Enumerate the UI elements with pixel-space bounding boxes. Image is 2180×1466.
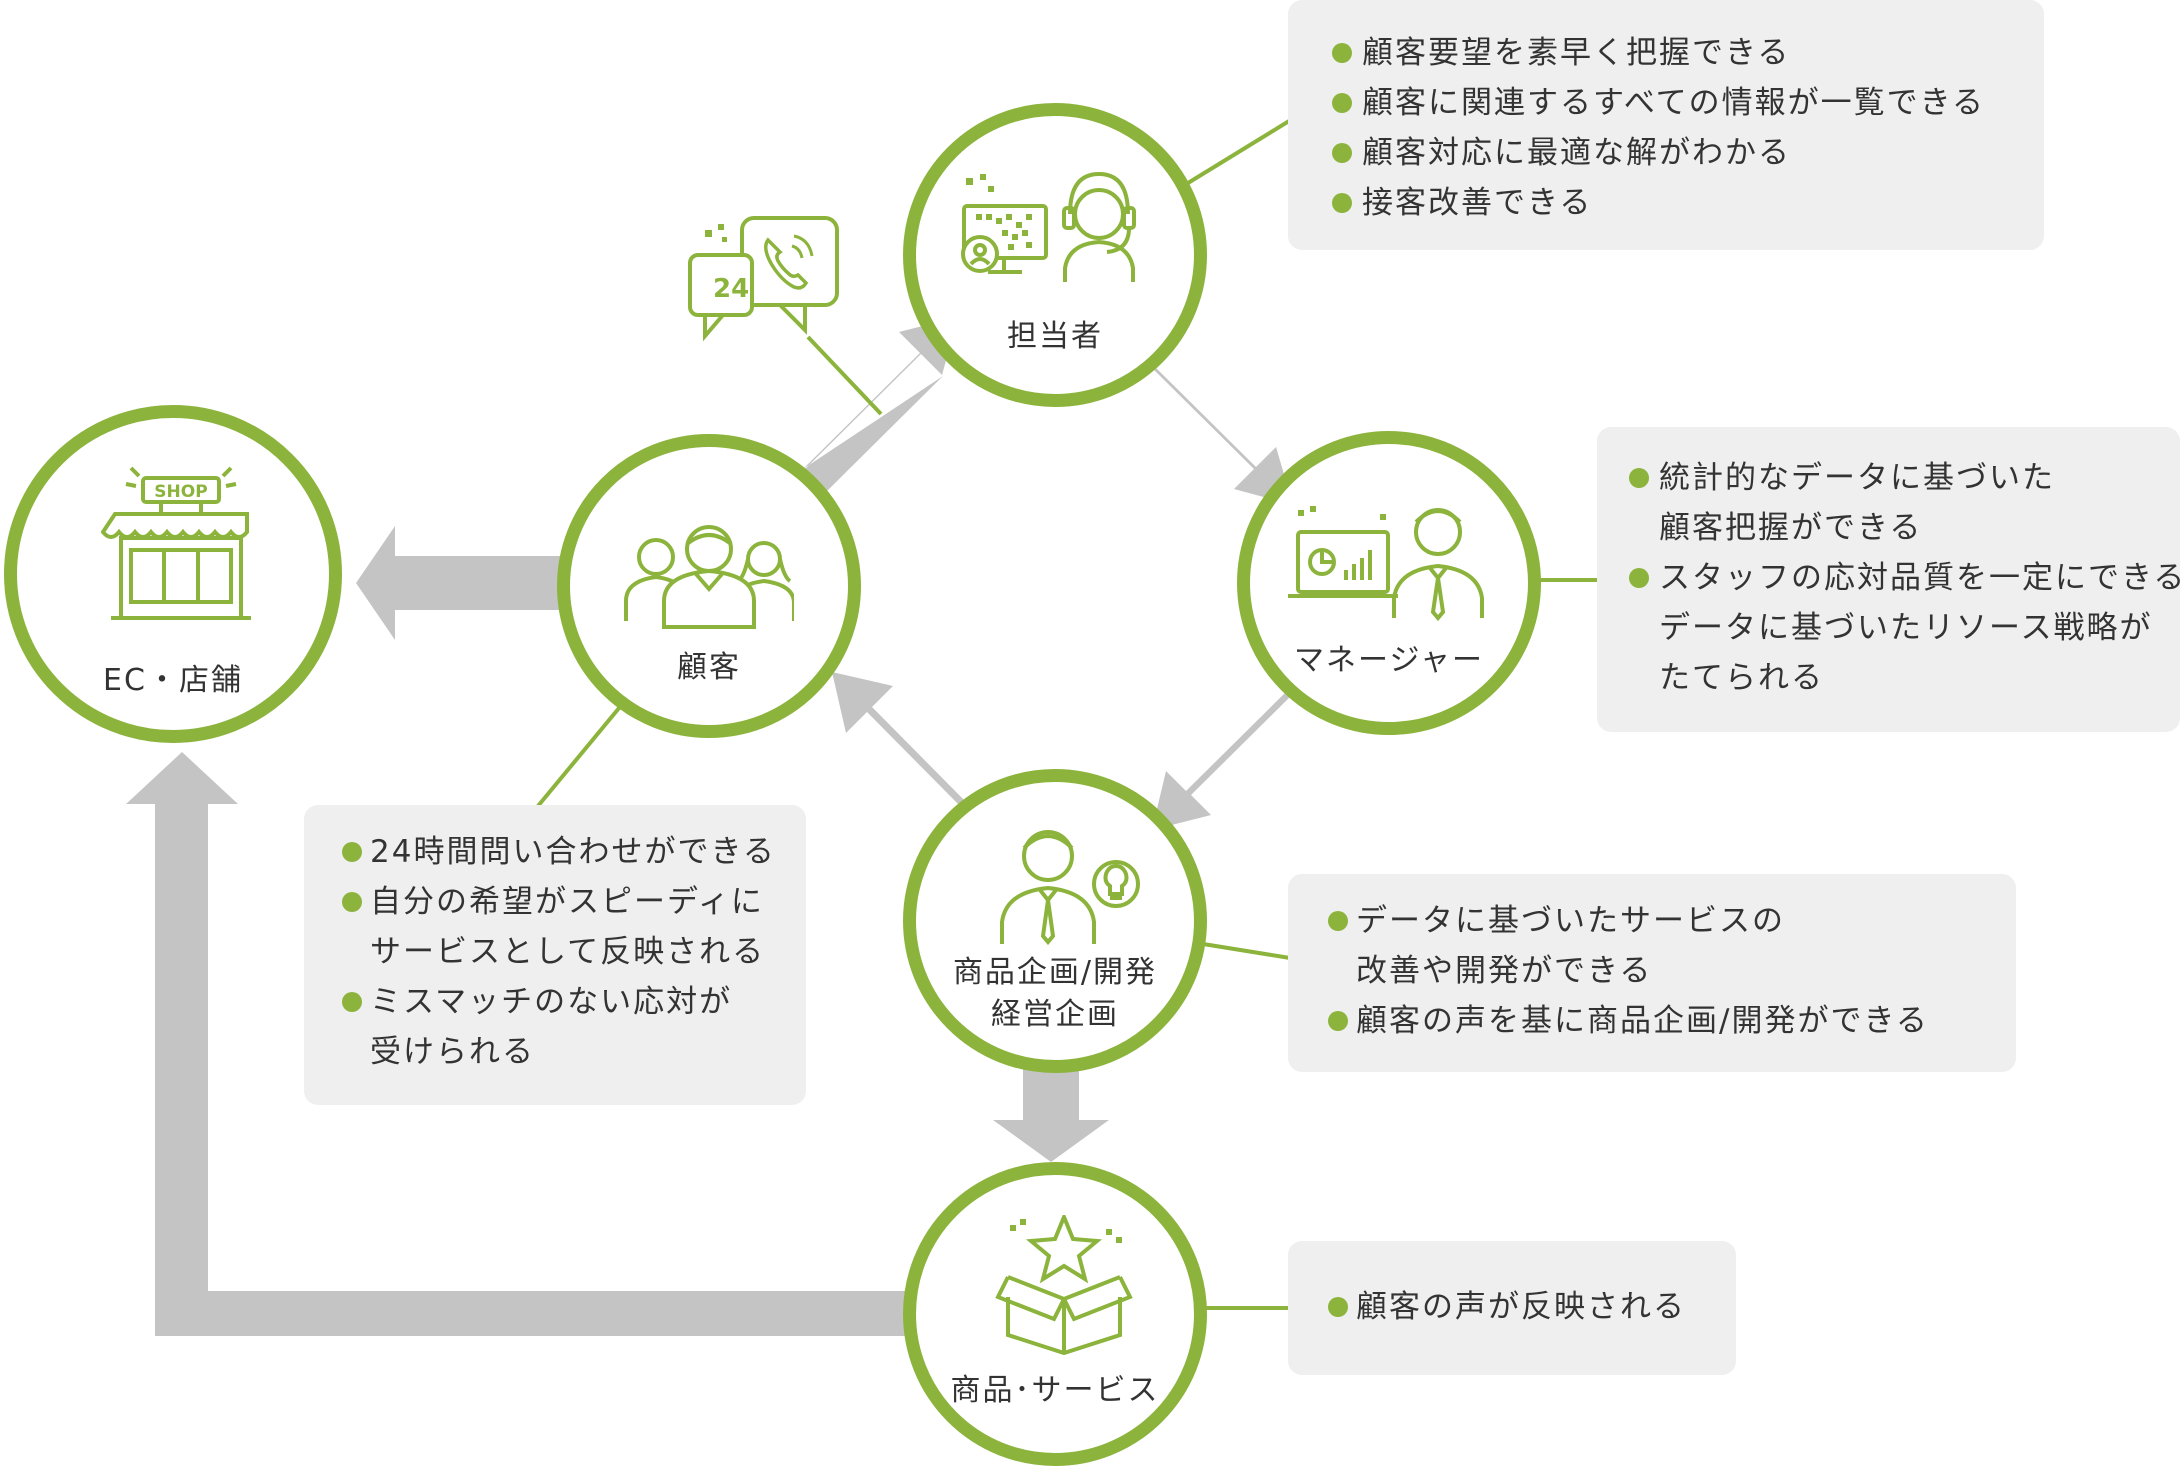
arrow-manager-to-planning xyxy=(1152,688,1295,830)
badge-24: 24 xyxy=(713,274,749,304)
planner-icon xyxy=(1000,830,1140,946)
node-staff: 担当者 xyxy=(903,103,1207,407)
phone-24h-icon: 24 xyxy=(688,216,839,342)
shop-sign: SHOP xyxy=(154,482,207,502)
connector-customer-box xyxy=(536,700,626,808)
manager-icon xyxy=(1288,506,1484,622)
connector-phone-icon xyxy=(806,335,883,416)
node-customer: 顧客 xyxy=(557,434,861,738)
arrow-staff-to-manager xyxy=(1148,362,1293,505)
benefit-item-cont: たてられる xyxy=(1659,660,1824,696)
connector-planning-box xyxy=(1196,941,1291,960)
arrow-product-to-store xyxy=(126,752,910,1336)
shop-icon: SHOP xyxy=(101,466,251,620)
benefit-item: 統計的なデータに基づいた xyxy=(1597,453,2055,504)
benefit-item-cont: 顧客把握ができる xyxy=(1659,510,1923,546)
benefit-box-staff: 顧客要望を素早く把握できる 顧客に関連するすべての情報が一覧できる 顧客対応に最… xyxy=(1288,0,2044,250)
benefit-item: 顧客要望を素早く把握できる xyxy=(1288,28,1790,79)
node-label-staff: 担当者 xyxy=(1007,319,1103,354)
benefit-item: データに基づいたサービスの xyxy=(1288,896,1785,947)
node-label-customer: 顧客 xyxy=(677,650,741,685)
node-planning: 商品企画/開発 経営企画 xyxy=(903,769,1207,1073)
gift-box-icon xyxy=(995,1215,1133,1355)
benefit-box-manager: 統計的なデータに基づいた 顧客把握ができる スタッフの応対品質を一定にできる デ… xyxy=(1597,427,2180,732)
customers-icon xyxy=(624,525,794,629)
benefit-item: スタッフの応対品質を一定にできる xyxy=(1597,553,2180,604)
node-product: 商品･サービス xyxy=(903,1162,1207,1466)
arrow-planning-to-customer xyxy=(832,672,969,810)
benefit-item: 顧客の声を基に商品企画/開発ができる xyxy=(1288,996,1929,1047)
benefit-item-cont: サービスとして反映される xyxy=(370,934,766,970)
benefit-item-cont: データに基づいたリソース戦略が xyxy=(1659,610,2153,646)
operator-icon xyxy=(961,171,1136,282)
node-label-product: 商品･サービス xyxy=(950,1373,1160,1408)
benefit-item: 顧客に関連するすべての情報が一覧できる xyxy=(1288,78,1985,129)
benefit-item: 顧客の声が反映される xyxy=(1288,1282,1686,1333)
benefit-item: 接客改善できる xyxy=(1288,178,1592,229)
arrow-planning-to-product xyxy=(993,1045,1109,1162)
arrow-customer-to-staff xyxy=(803,317,958,492)
benefit-item-cont: 受けられる xyxy=(370,1034,535,1070)
benefit-box-planning: データに基づいたサービスの 改善や開発ができる 顧客の声を基に商品企画/開発がで… xyxy=(1288,874,2016,1072)
node-manager: マネージャー xyxy=(1237,431,1541,735)
node-store: SHOP EC・店舗 xyxy=(4,405,342,743)
benefit-item: ミスマッチのない応対が xyxy=(304,977,732,1028)
node-label-planning-1: 商品企画/開発 xyxy=(952,955,1158,990)
benefit-item: 自分の希望がスピーディに xyxy=(304,877,764,928)
benefit-box-product: 顧客の声が反映される xyxy=(1288,1241,1736,1375)
benefit-box-customer: 24時間問い合わせができる 自分の希望がスピーディに サービスとして反映される … xyxy=(304,805,806,1105)
node-label-manager: マネージャー xyxy=(1294,643,1484,678)
arrow-customer-to-store xyxy=(356,526,570,640)
connector-staff-box xyxy=(1186,116,1296,185)
benefit-item: 顧客対応に最適な解がわかる xyxy=(1288,128,1791,179)
benefit-item: 24時間問い合わせができる xyxy=(304,827,776,878)
benefit-item-cont: 改善や開発ができる xyxy=(1356,953,1653,989)
node-label-store: EC・店舗 xyxy=(103,663,243,698)
node-label-planning-2: 経営企画 xyxy=(991,997,1119,1032)
